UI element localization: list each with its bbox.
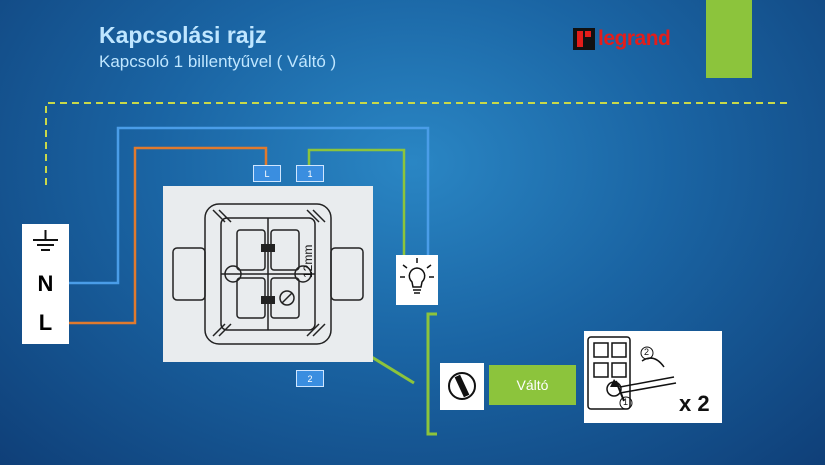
neutral-wire bbox=[69, 126, 430, 285]
legrand-logo: legrand bbox=[573, 26, 671, 52]
step-2-label: 2 bbox=[644, 347, 650, 357]
logo-text: legrand bbox=[598, 27, 671, 50]
page-title: Kapcsolási rajz bbox=[99, 22, 267, 48]
screwdriver-instruction-icon bbox=[587, 336, 677, 410]
ground-wire bbox=[45, 102, 790, 185]
terminal-2: 2 bbox=[296, 370, 324, 387]
live-label: L bbox=[38, 310, 53, 335]
page-subtitle: Kapcsoló 1 billentyűvel ( Váltó ) bbox=[99, 52, 337, 71]
options-bracket bbox=[426, 312, 437, 436]
switched-wire bbox=[307, 148, 406, 258]
supply-box: N L bbox=[22, 224, 69, 344]
size-label: 12mm bbox=[301, 244, 315, 278]
terminal-l: L bbox=[253, 165, 281, 182]
multiplier-label: x 2 bbox=[679, 391, 710, 416]
ground-icon bbox=[33, 230, 58, 251]
step-1-label: 1 bbox=[623, 397, 629, 407]
light-bulb-box bbox=[396, 255, 438, 305]
accent-tab bbox=[706, 0, 752, 78]
switch-mechanism-drawing bbox=[172, 203, 364, 345]
rotary-knob-icon bbox=[448, 372, 476, 400]
instruction-illustration: 1 2 x 2 bbox=[584, 331, 722, 423]
rotary-knob-box bbox=[440, 363, 484, 410]
terminal-1: 1 bbox=[296, 165, 324, 182]
switch-mechanism: 12mm bbox=[163, 186, 373, 362]
light-bulb-icon bbox=[400, 258, 434, 294]
option-label: Váltó bbox=[489, 365, 576, 405]
neutral-label: N bbox=[37, 271, 54, 296]
live-wire bbox=[69, 146, 268, 325]
legrand-mark-icon bbox=[573, 28, 595, 50]
